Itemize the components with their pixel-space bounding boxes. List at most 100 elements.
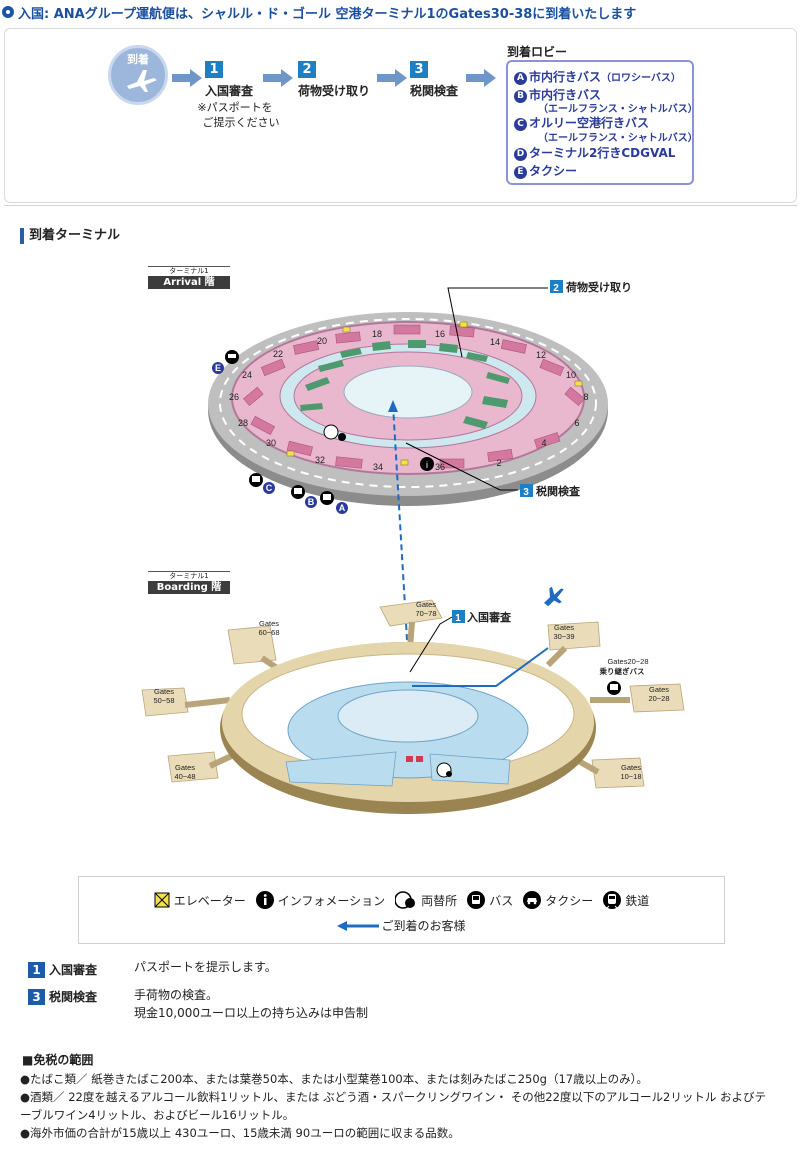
gate-label: Gates xyxy=(175,763,195,772)
gate-label: Gates xyxy=(259,619,279,628)
shuttle-line1: Gates20−28 xyxy=(607,657,648,666)
transport-letter: A xyxy=(339,503,346,513)
gate-range: 40−48 xyxy=(174,772,195,781)
gate-range: 60−68 xyxy=(258,628,279,637)
dutyfree-title: ■免税の範囲 xyxy=(22,1053,94,1067)
lobby-item-c-sub: （エールフランス・シャトルバス） xyxy=(538,133,698,144)
gate-number: 6 xyxy=(574,418,579,428)
route-arrow-icon xyxy=(388,400,398,412)
info-icon xyxy=(420,457,434,471)
flow-arrow-icon xyxy=(466,69,496,87)
elevator-icon xyxy=(154,892,170,908)
callout-number-2 xyxy=(550,280,563,293)
bus-icon xyxy=(249,473,263,487)
svg-text:2: 2 xyxy=(553,283,559,294)
arrival-floor-tag: ターミナル1 Arrival 階 xyxy=(148,266,230,289)
bullet-icon xyxy=(2,6,14,18)
gate-label: Gates xyxy=(649,685,669,694)
gate-number: 36 xyxy=(435,462,445,472)
lobby-item-b-sub: （エールフランス・シャトルバス） xyxy=(538,104,698,115)
airplane-icon xyxy=(544,586,564,607)
callout-number-1 xyxy=(452,610,465,623)
transport-letter: B xyxy=(308,497,315,507)
step-3-label: 税関検査 xyxy=(410,84,459,98)
exchange-icon xyxy=(436,762,452,778)
callout-number-3 xyxy=(520,484,533,497)
dutyfree-line-4: ●海外市価の合計が15歳以上 430ユーロ、15歳未満 90ユーロの範囲に収まる… xyxy=(20,1126,460,1140)
taxi-icon xyxy=(523,891,542,909)
transport-letter: E xyxy=(215,363,221,373)
passport-note-line1: ※パスポートを xyxy=(197,101,273,114)
exchange-icon xyxy=(395,891,416,909)
gate-number: 12 xyxy=(536,350,546,360)
legend-rail: 鉄道 xyxy=(625,893,650,908)
arrival-flow-panel xyxy=(4,28,797,203)
arrival-level-map: 2 4 6 8 10 12 14 16 18 20 22 24 26 28 30… xyxy=(208,280,632,514)
gate-number: 20 xyxy=(317,336,327,346)
legend-exchange: 両替所 xyxy=(421,893,458,908)
step-1-label: 入国審査 xyxy=(205,84,254,98)
shuttle-line2: 乗り継ぎバス xyxy=(600,666,645,676)
bus-icon xyxy=(607,681,621,695)
gate-number: 14 xyxy=(490,337,500,347)
legend-bus: バス xyxy=(489,893,514,908)
legend-information: インフォメーション xyxy=(277,893,386,908)
divider xyxy=(4,205,797,206)
bus-icon xyxy=(320,491,334,505)
gate-range: 70−78 xyxy=(415,609,436,618)
immigration-callout: 入国審査 xyxy=(467,610,511,624)
section-title-arrival-terminal: 到着ターミナル xyxy=(20,228,120,244)
route-arrow-icon xyxy=(337,920,380,931)
customs-callout: 税関検査 xyxy=(536,484,580,498)
information-icon xyxy=(255,891,274,909)
terminal-map: 2 4 6 8 10 12 14 16 18 20 22 24 26 28 30… xyxy=(141,280,685,814)
flow-arrow-icon xyxy=(377,69,407,87)
step-2-label: 荷物受け取り xyxy=(298,84,371,98)
gate-label: Gates xyxy=(154,687,174,696)
gate-number: 22 xyxy=(273,349,283,359)
rail-icon xyxy=(603,891,622,909)
dutyfree-line-3: ーブルワイン4リットル、およびビール16リットル。 xyxy=(20,1108,295,1122)
arrival-route-line xyxy=(392,404,411,691)
flow-arrow-icon xyxy=(172,69,202,87)
airplane-icon xyxy=(127,70,157,92)
taxi-icon xyxy=(225,350,239,364)
exchange-icon xyxy=(323,424,339,440)
page-title: 入国: ANAグループ運航便は、シャルル・ド・ゴール 空港ターミナル1のGate… xyxy=(18,6,637,22)
gate-range: 50−58 xyxy=(153,696,174,705)
gate-number: 32 xyxy=(315,455,325,465)
gate-number: 34 xyxy=(373,462,383,472)
legend-taxi: タクシー xyxy=(545,893,594,908)
svg-text:1: 1 xyxy=(455,613,461,624)
legend-elevator: エレベーター xyxy=(173,893,246,908)
gate-number: 8 xyxy=(583,392,588,402)
bus-icon xyxy=(291,485,305,499)
gate-number: 26 xyxy=(229,392,239,402)
exchange-icon xyxy=(338,433,346,441)
gate-number: 2 xyxy=(496,458,501,468)
legend-route: ご到着のお客様 xyxy=(381,919,466,933)
gate-range: 20−28 xyxy=(648,694,669,703)
gate-range: 10−18 xyxy=(620,772,641,781)
explain-immigration-desc: パスポートを提示します。 xyxy=(134,960,277,974)
gate-label: Gates xyxy=(554,623,574,632)
gate-number: 18 xyxy=(372,329,382,339)
passport-note-line2: ご提示ください xyxy=(202,116,280,129)
boarding-level-map: 1 入国審査 Gates 70−78 Gates 30−39 Gates 60−… xyxy=(141,586,685,814)
arrival-label: 到着 xyxy=(127,53,149,66)
page-header: 入国: ANAグループ運航便は、シャルル・ド・ゴール 空港ターミナル1のGate… xyxy=(0,0,801,24)
baggage-callout: 荷物受け取り xyxy=(565,280,632,294)
explain-customs-desc-2: 現金10,000ユーロ以上の持ち込みは申告制 xyxy=(134,1006,368,1020)
gate-number: 28 xyxy=(238,418,248,428)
transport-letter: C xyxy=(266,483,273,493)
gate-number: 24 xyxy=(242,370,252,380)
step-2-number: 2 xyxy=(298,61,316,78)
